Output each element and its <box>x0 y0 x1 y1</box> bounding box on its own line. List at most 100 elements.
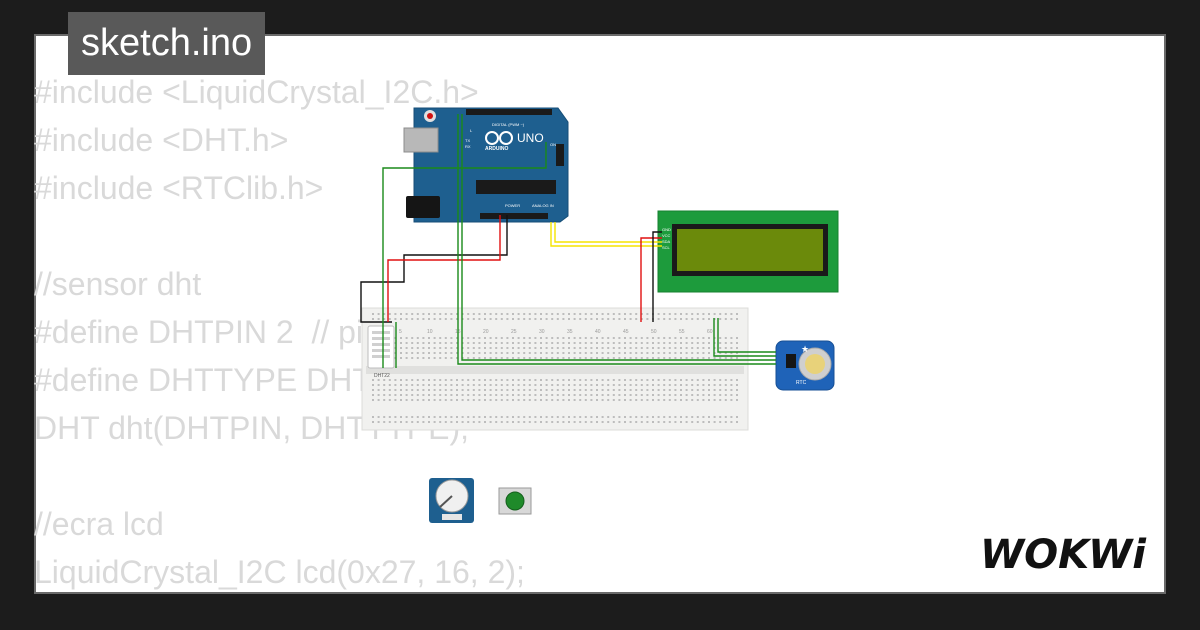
breadboard-hole <box>568 394 570 396</box>
breadboard-hole <box>512 384 514 386</box>
breadboard-hole <box>562 394 565 396</box>
breadboard-hole <box>601 342 604 344</box>
breadboard-hole <box>461 389 464 391</box>
breadboard-hole <box>472 394 475 396</box>
breadboard-hole <box>495 389 498 391</box>
breadboard-hole <box>534 394 537 396</box>
breadboard-hole <box>528 416 531 418</box>
breadboard-hole <box>411 379 414 381</box>
breadboard-hole <box>489 318 492 320</box>
breadboard-hole <box>456 337 458 339</box>
wire-green <box>382 142 547 368</box>
breadboard-hole <box>534 389 537 391</box>
potentiometer[interactable] <box>429 478 474 523</box>
breadboard-hole <box>551 389 554 391</box>
breadboard-hole <box>400 342 402 344</box>
breadboard-hole <box>489 379 492 381</box>
breadboard-hole <box>512 357 514 359</box>
breadboard-hole <box>596 399 598 401</box>
breadboard-hole <box>472 337 475 339</box>
breadboard-hole <box>439 379 442 381</box>
breadboard-hole <box>433 384 436 386</box>
breadboard-hole <box>657 394 660 396</box>
breadboard-hole <box>624 421 626 423</box>
breadboard-hole <box>523 313 526 315</box>
breadboard-hole <box>590 337 593 339</box>
reset-button[interactable] <box>427 113 433 119</box>
breadboard-hole <box>579 399 582 401</box>
breadboard-hole <box>573 389 576 391</box>
arduino-uno-board[interactable]: UNO ARDUINO DIGITAL (PWM ~) POWER ANALOG… <box>403 107 569 223</box>
breadboard-hole <box>736 357 738 359</box>
breadboard-hole <box>400 357 402 359</box>
breadboard-hole <box>439 342 442 344</box>
breadboard-hole <box>428 352 430 354</box>
breadboard-hole <box>635 389 638 391</box>
breadboard-hole <box>579 318 582 320</box>
breadboard-hole <box>562 421 565 423</box>
breadboard-hole <box>568 379 570 381</box>
dht22-sensor[interactable]: DHT22 <box>367 325 395 379</box>
breadboard-hole <box>674 379 677 381</box>
breadboard-hole <box>590 352 593 354</box>
breadboard-hole <box>444 352 447 354</box>
filename-tab[interactable]: sketch.ino <box>68 12 266 75</box>
breadboard-hole <box>691 416 694 418</box>
breadboard-hole <box>657 389 660 391</box>
breadboard-hole <box>652 384 654 386</box>
breadboard-hole <box>730 421 733 423</box>
breadboard-hole <box>612 347 615 349</box>
breadboard-hole <box>702 318 705 320</box>
breadboard-hole <box>724 394 727 396</box>
breadboard-hole <box>601 347 604 349</box>
breadboard-hole <box>696 342 699 344</box>
breadboard[interactable]: 1 5 10 15 20 25 30 35 40 45 50 55 60 <box>361 307 749 431</box>
breadboard-hole <box>629 389 632 391</box>
breadboard-hole <box>562 337 565 339</box>
breadboard-hole <box>523 337 526 339</box>
breadboard-hole <box>612 342 615 344</box>
breadboard-hole <box>428 421 430 423</box>
breadboard-hole <box>584 384 587 386</box>
breadboard-hole <box>556 384 559 386</box>
breadboard-hole <box>612 389 615 391</box>
breadboard-hole <box>719 421 722 423</box>
breadboard-hole <box>680 318 682 320</box>
breadboard-hole <box>489 394 492 396</box>
breadboard-hole <box>573 318 576 320</box>
breadboard-hole <box>456 389 458 391</box>
breadboard-hole <box>685 352 688 354</box>
breadboard-hole <box>584 421 587 423</box>
breadboard-hole <box>400 337 402 339</box>
breadboard-hole <box>461 394 464 396</box>
breadboard-hole <box>685 394 688 396</box>
breadboard-hole <box>674 313 677 315</box>
wire-green <box>713 318 776 357</box>
breadboard-hole <box>456 394 458 396</box>
breadboard-hole <box>680 399 682 401</box>
breadboard-hole <box>540 342 542 344</box>
breadboard-hole <box>388 394 391 396</box>
push-button[interactable] <box>498 487 532 515</box>
breadboard-hole <box>668 352 671 354</box>
breadboard-hole <box>691 352 694 354</box>
breadboard-hole <box>416 389 419 391</box>
breadboard-hole <box>467 384 470 386</box>
breadboard-hole <box>467 416 470 418</box>
breadboard-hole <box>512 313 514 315</box>
breadboard-hole <box>590 416 593 418</box>
breadboard-hole <box>573 342 576 344</box>
breadboard-hole <box>607 416 610 418</box>
breadboard-hole <box>612 352 615 354</box>
breadboard-hole <box>568 318 570 320</box>
lcd-display[interactable]: GND VCC SDA SCL <box>657 210 839 293</box>
breadboard-hole <box>512 416 514 418</box>
breadboard-hole <box>579 394 582 396</box>
breadboard-hole <box>601 318 604 320</box>
breadboard-hole <box>400 347 402 349</box>
breadboard-hole <box>618 318 621 320</box>
breadboard-hole <box>719 389 722 391</box>
breadboard-hole <box>724 318 727 320</box>
rtc-module[interactable]: ★ RTC <box>775 340 835 391</box>
breadboard-hole <box>439 337 442 339</box>
